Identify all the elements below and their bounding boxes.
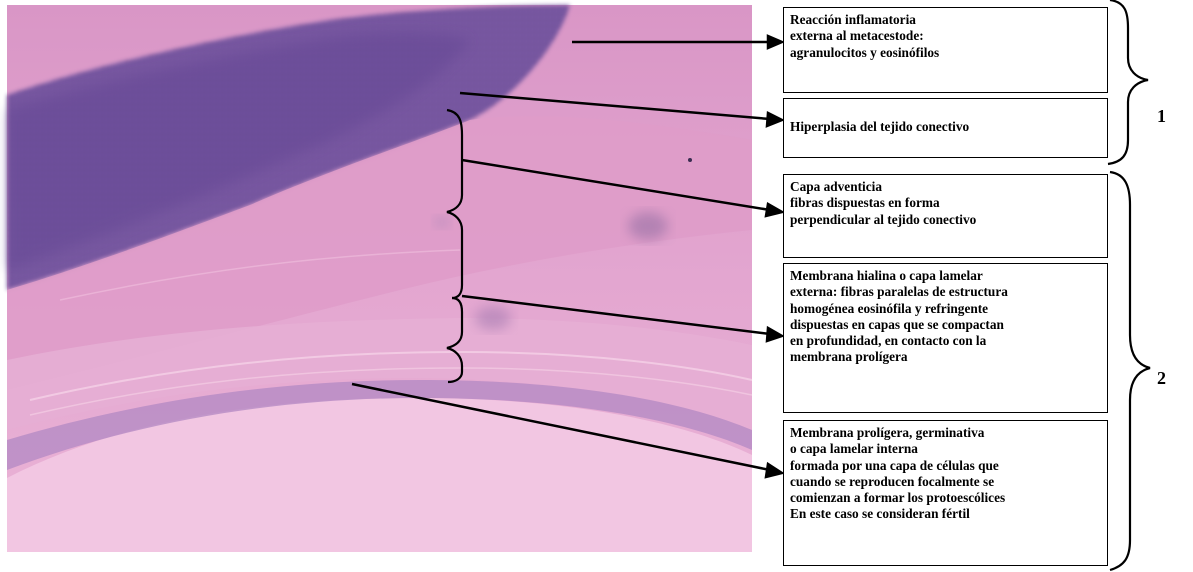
- label-line: en profundidad, en contacto con la: [790, 333, 1101, 349]
- label-line: Membrana prolígera, germinativa: [790, 425, 1101, 441]
- group-number-2: 2: [1157, 368, 1166, 389]
- label-line: Hiperplasia del tejido conectivo: [790, 119, 1101, 135]
- brace-group-2: [1110, 172, 1150, 570]
- label-line: dispuestas en capas que se compactan: [790, 317, 1101, 333]
- label-line: perpendicular al tejido conectivo: [790, 212, 1101, 228]
- label-line: cuando se reproducen focalmente se: [790, 474, 1101, 490]
- label-line: formada por una capa de células que: [790, 458, 1101, 474]
- label-line: externa: fibras paralelas de estructura: [790, 284, 1101, 300]
- label-box-adventitia: Capa adventicia fibras dispuestas en for…: [783, 174, 1108, 258]
- label-box-hyaline-membrane: Membrana hialina o capa lamelar externa:…: [783, 263, 1108, 413]
- label-line: externa al metacestode:: [790, 28, 1101, 44]
- label-box-hyperplasia: Hiperplasia del tejido conectivo: [783, 98, 1108, 158]
- label-line: o capa lamelar interna: [790, 441, 1101, 457]
- label-line: comienzan a formar los protoescólices: [790, 490, 1101, 506]
- label-line: En este caso se consideran fértil: [790, 506, 1101, 522]
- group-number-1: 1: [1157, 106, 1166, 127]
- label-line: membrana prolígera: [790, 349, 1101, 365]
- brace-group-1: [1108, 0, 1148, 164]
- micrograph: [7, 5, 752, 552]
- group-braces: [1108, 0, 1150, 570]
- label-box-inflammatory-reaction: Reacción inflamatoria externa al metaces…: [783, 7, 1108, 93]
- label-box-proligerous-membrane: Membrana prolígera, germinativa o capa l…: [783, 420, 1108, 566]
- label-line: homogénea eosinófila y refringente: [790, 301, 1101, 317]
- label-line: Capa adventicia: [790, 179, 1101, 195]
- label-line: agranulocitos y eosinófilos: [790, 45, 1101, 61]
- label-line: Membrana hialina o capa lamelar: [790, 268, 1101, 284]
- label-line: fibras dispuestas en forma: [790, 195, 1101, 211]
- label-line: Reacción inflamatoria: [790, 12, 1101, 28]
